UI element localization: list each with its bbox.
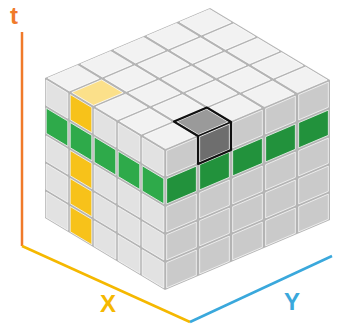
cube-face [233, 110, 263, 148]
cube-face [167, 138, 197, 176]
cube-face [46, 80, 68, 118]
t-axis-label: t [10, 4, 18, 28]
selected-cube-edge [198, 122, 231, 136]
t-axis [21, 32, 24, 246]
cube-face [180, 9, 231, 35]
cube-face [118, 123, 140, 161]
cube-face [142, 138, 164, 176]
block-silhouette [45, 8, 330, 290]
x-axis-label: X [100, 292, 116, 316]
selected-cube [174, 108, 231, 164]
y-axis-label: Y [284, 290, 300, 314]
cube-face [94, 109, 116, 147]
cube-face [299, 82, 329, 120]
cube-face [70, 95, 92, 133]
cube-face [266, 96, 296, 134]
